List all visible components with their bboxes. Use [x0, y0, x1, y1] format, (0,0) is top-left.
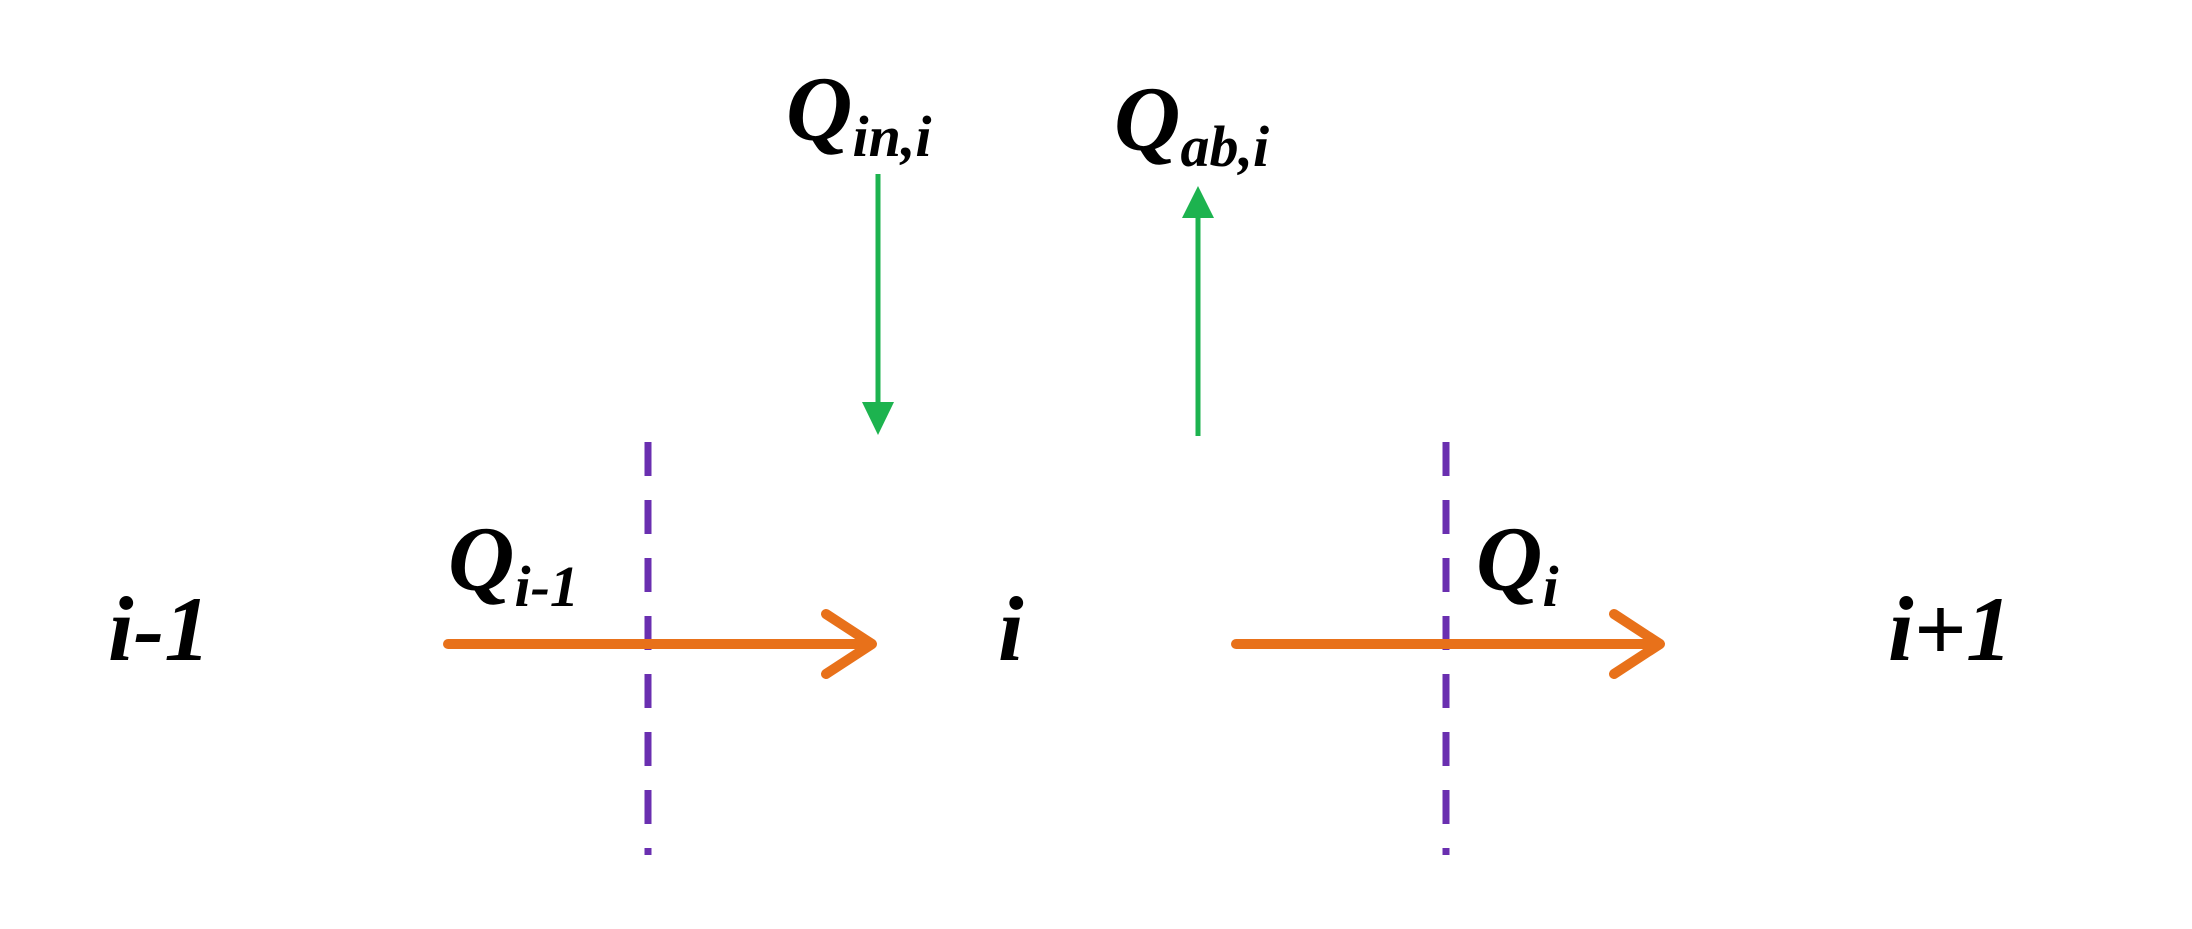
segment-label-left: i-1: [108, 578, 210, 680]
upstream-flow-label: Qi-1: [448, 508, 579, 619]
downstream-flow-arrow: [1231, 609, 1665, 679]
segment-label-center: i: [998, 578, 1024, 680]
abstraction-subscript: ab,i: [1180, 114, 1269, 179]
upstream-flow-symbol: Q: [448, 508, 514, 610]
inflow-symbol: Q: [786, 58, 852, 160]
abstraction-label: Qab,i: [1114, 68, 1269, 179]
abstraction-symbol: Q: [1114, 68, 1180, 170]
upstream-flow-arrow: [443, 609, 877, 679]
downstream-flow-subscript: i: [1542, 554, 1558, 619]
inflow-label: Qin,i: [786, 58, 931, 169]
segment-label-right: i+1: [1888, 578, 2012, 680]
inflow-arrow: [862, 174, 894, 435]
abstraction-arrow: [1182, 186, 1214, 436]
downstream-flow-label: Qi: [1476, 508, 1559, 619]
upstream-flow-subscript: i-1: [514, 554, 578, 619]
downstream-flow-symbol: Q: [1476, 508, 1542, 610]
inflow-subscript: in,i: [852, 104, 931, 169]
